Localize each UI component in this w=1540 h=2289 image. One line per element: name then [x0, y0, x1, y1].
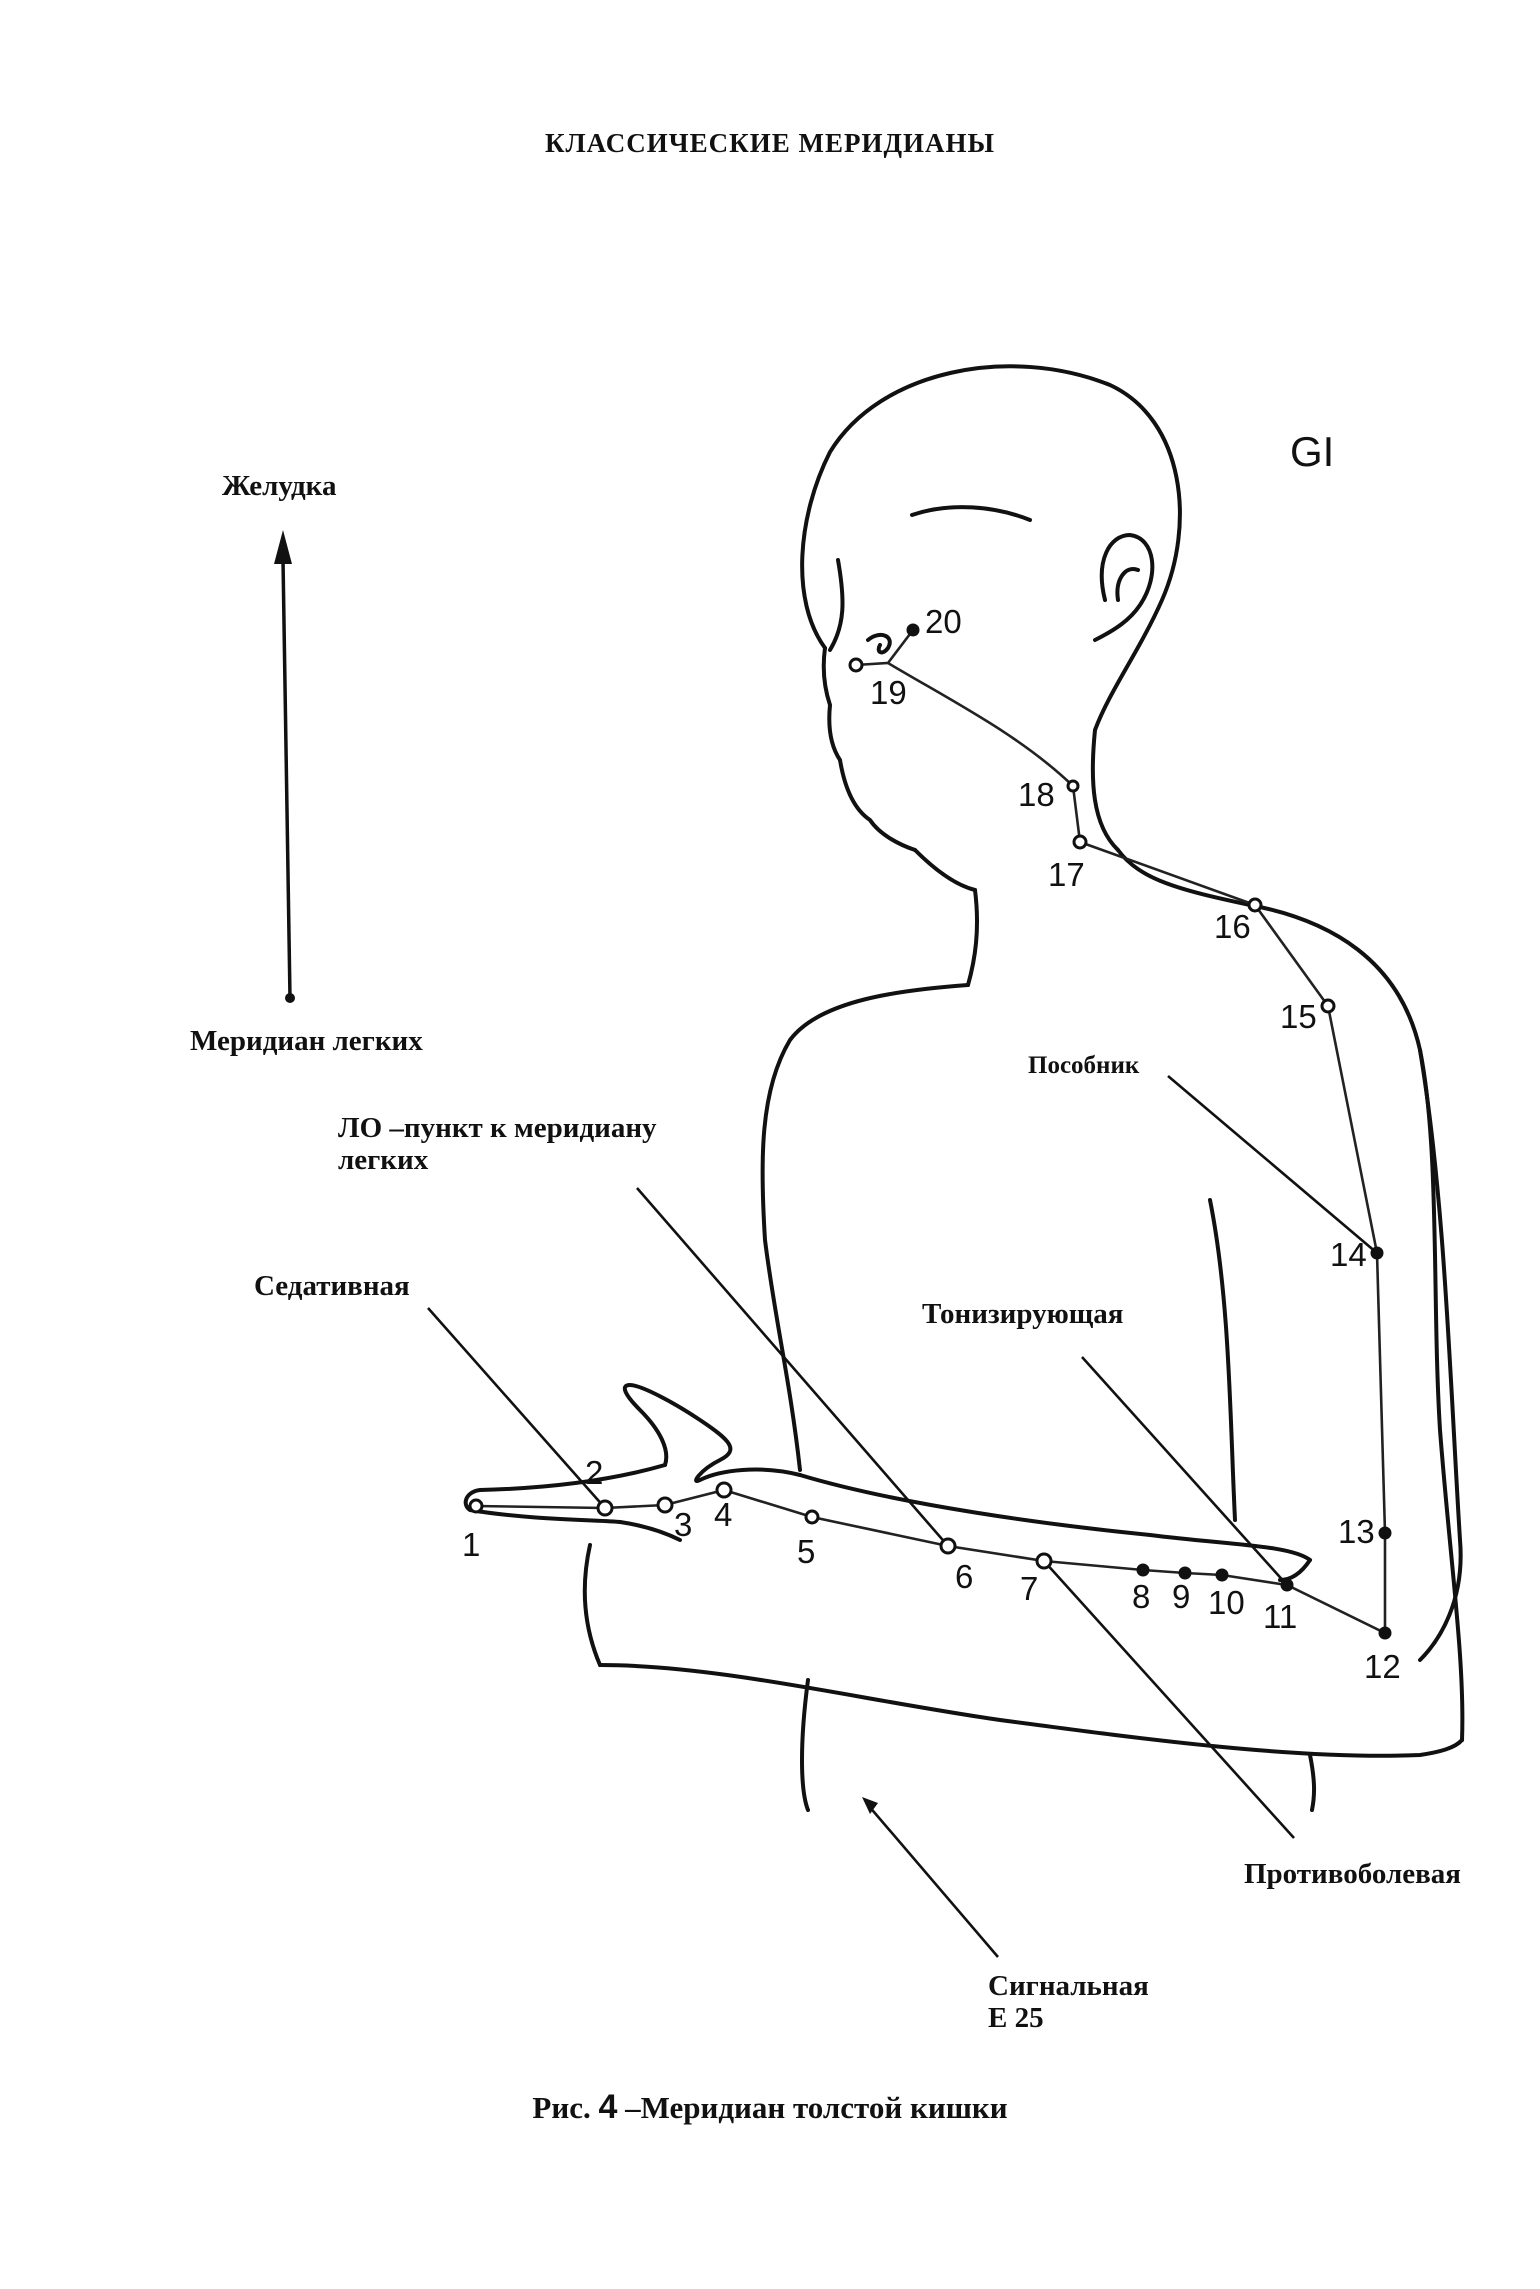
caption-number: 4: [598, 2088, 618, 2126]
figure-caption: Рис. 4 –Меридиан толстой кишки: [0, 2088, 1540, 2127]
index-finger: [463, 1463, 667, 1524]
ear: [1093, 533, 1155, 642]
ear-inner: [1115, 567, 1140, 602]
point-marker-9: [1178, 1566, 1192, 1580]
palm-bottom: [582, 1543, 602, 1667]
forearm-top-2: [1278, 1558, 1312, 1582]
point-number-4: 4: [714, 1496, 733, 1533]
eyebrow: [910, 505, 1032, 522]
point-number-16: 16: [1214, 908, 1251, 945]
direction-arrow: [274, 530, 295, 1003]
caption-prefix: Рис.: [532, 2090, 591, 2125]
leader-helper: [1167, 1075, 1378, 1254]
point-marker-16: [1247, 897, 1263, 913]
thumb: [622, 1383, 802, 1483]
waist-right: [1308, 1753, 1317, 1812]
point-marker-2: [596, 1499, 614, 1517]
head-outline: [800, 364, 1182, 852]
leader-signal: [867, 1804, 999, 1958]
point-number-19: 19: [870, 674, 907, 711]
point-number-6: 6: [955, 1558, 974, 1595]
label-helper: Пособник: [1028, 1052, 1140, 1079]
point-number-17: 17: [1048, 856, 1085, 893]
point-marker-8: [1136, 1563, 1150, 1577]
point-number-15: 15: [1280, 998, 1317, 1035]
jaw: [913, 848, 977, 892]
label-tonifying: Тонизирующая: [922, 1298, 1124, 1330]
point-marker-1: [468, 1498, 484, 1514]
point-marker-7: [1035, 1552, 1053, 1570]
leader-tonifying: [1081, 1356, 1288, 1586]
point-marker-11: [1280, 1578, 1294, 1592]
label-lung-meridian: Меридиан легких: [190, 1025, 423, 1057]
point-marker-20: [906, 623, 920, 637]
point-number-9: 9: [1172, 1578, 1191, 1615]
label-signal-line1: Сигнальная: [988, 1970, 1149, 2002]
point-marker-13: [1378, 1526, 1392, 1540]
point-marker-6: [939, 1537, 957, 1555]
leader-analgesic: [1043, 1560, 1295, 1839]
point-marker-3: [656, 1496, 674, 1514]
point-number-10: 10: [1208, 1584, 1245, 1621]
forearm-top: [798, 1473, 1312, 1562]
point-marker-17: [1072, 834, 1088, 850]
neck-front: [966, 888, 980, 987]
point-number-7: 7: [1020, 1570, 1039, 1607]
point-number-8: 8: [1132, 1578, 1151, 1615]
point-marker-5: [804, 1509, 820, 1525]
point-number-1: 1: [462, 1526, 481, 1563]
point-number-13: 13: [1338, 1513, 1375, 1550]
armpit-line: [1208, 1198, 1237, 1522]
leader-luo: [636, 1187, 949, 1547]
meridian-code: GI: [1290, 428, 1335, 475]
label-luo-point: ЛО –пункт к меридиану легких: [338, 1112, 657, 1177]
point-number-12: 12: [1364, 1648, 1401, 1685]
point-marker-19: [848, 657, 864, 673]
label-analgesic: Противоболевая: [1244, 1858, 1461, 1890]
point-number-18: 18: [1018, 776, 1055, 813]
point-number-2: 2: [585, 1454, 604, 1491]
signal-arrowhead: [862, 1797, 878, 1814]
point-marker-18: [1066, 779, 1080, 793]
label-signal: Сигнальная Е 25: [988, 1970, 1149, 2035]
caption-text: –Меридиан толстой кишки: [625, 2090, 1008, 2125]
label-signal-line2: Е 25: [988, 2002, 1044, 2035]
forearm-bottom: [598, 1663, 1464, 1758]
leader-sedative: [427, 1307, 606, 1509]
page-header: КЛАССИЧЕСКИЕ МЕРИДИАНЫ: [544, 128, 996, 158]
face-profile: [821, 646, 917, 852]
waist-left: [800, 1678, 810, 1812]
point-number-5: 5: [797, 1533, 816, 1570]
point-marker-14: [1370, 1246, 1384, 1260]
label-sedative: Седативная: [254, 1270, 410, 1302]
back-outline: [1248, 903, 1465, 1742]
finger-fold: [618, 1520, 682, 1542]
upper-arm-outer: [1418, 1048, 1463, 1662]
point-number-20: 20: [925, 603, 962, 640]
point-number-14: 14: [1330, 1236, 1367, 1273]
label-stomach: Желудка: [222, 470, 337, 502]
point-marker-15: [1320, 998, 1336, 1014]
nostril: [866, 632, 892, 655]
point-marker-10: [1215, 1568, 1229, 1582]
point-number-3: 3: [674, 1506, 693, 1543]
chest-outline: [760, 983, 970, 1472]
point-marker-12: [1378, 1626, 1392, 1640]
point-marker-4: [715, 1481, 733, 1499]
label-luo-line1: ЛО –пункт к меридиану: [338, 1112, 657, 1144]
point-number-11: 11: [1263, 1598, 1298, 1635]
label-luo-line2: легких: [338, 1144, 429, 1177]
nose: [828, 558, 845, 652]
